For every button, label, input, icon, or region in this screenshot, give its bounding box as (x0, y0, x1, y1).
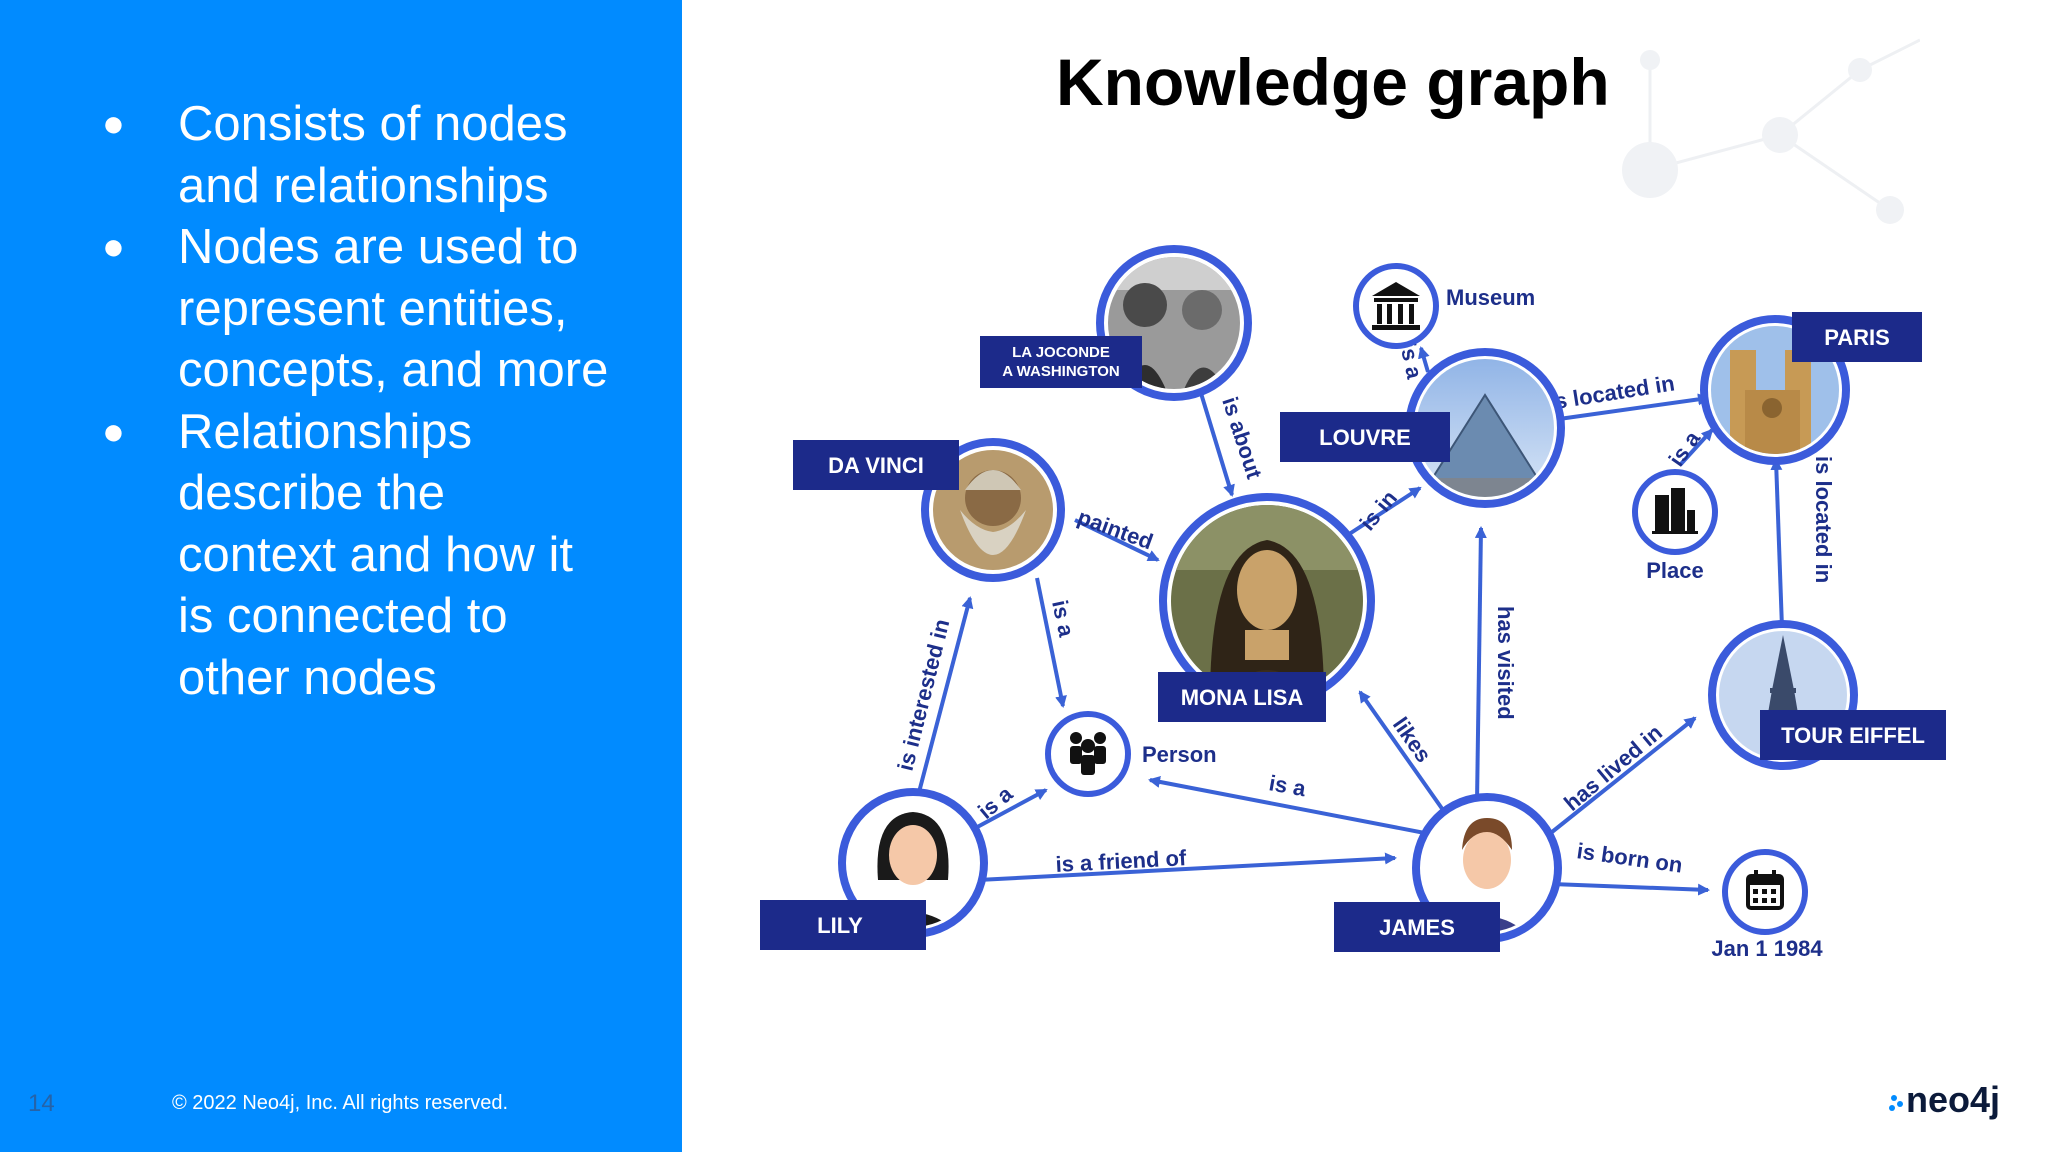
edge-has-visited (1474, 526, 1487, 803)
edge-davinci-is-a (1035, 577, 1067, 708)
node-label-james: JAMES (1379, 915, 1455, 940)
node-lily: LILY (760, 788, 988, 950)
node-label-la-joconde-line2: A WASHINGTON (1002, 363, 1120, 380)
node-paris: PARIS (1700, 312, 1922, 465)
node-museum: Museum (1353, 263, 1535, 349)
bullet-list: ● Consists of nodes and relationships ● Node… (102, 94, 662, 709)
edge-label-eiffel-is-located-in: is located in (1811, 456, 1836, 583)
bullet-line: concepts, and more (178, 343, 609, 397)
edge-is-in (1338, 486, 1422, 542)
edge-james-is-a (1148, 776, 1431, 836)
node-da-vinci: DA VINCI (793, 438, 1065, 582)
node-label-louvre: LOUVRE (1319, 425, 1411, 450)
node-label-tour-eiffel: TOUR EIFFEL (1781, 723, 1925, 748)
edge-label-is-born-on: is born on (1575, 838, 1684, 878)
node-label-la-joconde-line1: LA JOCONDE (1012, 344, 1110, 361)
node-tour-eiffel: TOUR EIFFEL (1708, 620, 1946, 770)
neo4j-logo: neo4j (1889, 1080, 2000, 1120)
node-label-paris: PARIS (1824, 325, 1890, 350)
bullet-line: Relationships (178, 404, 473, 459)
bullet-item: ● Relationships describe the context and ho… (102, 402, 662, 710)
bullet-item: ● Consists of nodes and relationships (102, 94, 662, 217)
node-label-da-vinci: DA VINCI (828, 453, 924, 478)
edge-lily-is-interested-in (916, 596, 974, 797)
edge-label-has-visited: has visited (1493, 606, 1518, 720)
background-network-decoration (1622, 38, 1920, 224)
edge-likes (1358, 690, 1445, 812)
copyright-text: © 2022 Neo4j, Inc. All rights reserved. (172, 1092, 509, 1114)
node-mona-lisa: MONA LISA (1158, 493, 1375, 722)
slide-title: Knowledge graph (1056, 45, 1610, 119)
node-label-lily: LILY (817, 913, 863, 938)
bullet-line: represent entities, (178, 281, 568, 336)
node-label-museum: Museum (1446, 285, 1535, 310)
left-panel: ● Consists of nodes and relationships ● Node… (0, 0, 682, 1152)
bullet-dot: ● (102, 410, 125, 453)
edge-paris-is-a (1678, 428, 1714, 467)
bullet-line: context and how it (178, 527, 573, 582)
bullet-line: describe the (178, 466, 445, 520)
painting-icon (1171, 505, 1363, 697)
edge-painted (1074, 518, 1160, 562)
node-person: Person (1045, 711, 1217, 797)
bullet-item: ● Nodes are used to represent entities, con… (102, 217, 662, 402)
edge-has-lived-in (1550, 716, 1697, 834)
calendar-icon (1746, 870, 1784, 910)
bullet-line: other nodes (178, 650, 437, 705)
bullet-dot: ● (102, 226, 125, 268)
node-label-date: Jan 1 1984 (1711, 936, 1823, 961)
edge-label-is-located-in-paris: is located in (1547, 370, 1677, 415)
node-date: Jan 1 1984 (1711, 849, 1823, 961)
cathedral-icon (1711, 326, 1839, 454)
edge-lily-is-a (967, 788, 1048, 834)
node-james: JAMES (1334, 793, 1562, 952)
node-label-place: Place (1646, 558, 1704, 583)
edge-is-about (1198, 389, 1235, 497)
edge-label-lily-is-a: is a (973, 781, 1018, 824)
edge-eiffel-is-located-in (1770, 458, 1784, 629)
slide-number: 14 (28, 1090, 55, 1117)
museum-icon (1372, 282, 1420, 330)
bullet-line: is connected to (178, 589, 508, 643)
bullet-dot: ● (102, 103, 125, 145)
edge-museum-is-a (1418, 346, 1430, 373)
edge-is-a-friend-of (977, 852, 1397, 882)
node-place: Place (1632, 469, 1718, 583)
edge-is-born-on (1551, 882, 1710, 896)
node-label-mona-lisa: MONA LISA (1181, 685, 1304, 710)
people-icon (1070, 732, 1106, 775)
bullet-line: and relationships (178, 158, 549, 213)
logo-text: neo4j (1906, 1080, 2000, 1120)
edge-label-paris-is-a: is a (1664, 426, 1706, 471)
node-louvre: LOUVRE (1280, 348, 1565, 508)
knowledge-graph-diagram: painted is about is a is in is located i… (760, 245, 1946, 961)
node-la-joconde: LA JOCONDE A WASHINGTON (980, 245, 1252, 401)
edge-label-james-is-a: is a (1267, 770, 1308, 801)
edge-label-davinci-is-a: is a (1047, 598, 1079, 640)
edge-is-located-in-paris (1551, 393, 1710, 422)
edge-label-is-a-friend-of: is a friend of (1055, 845, 1188, 877)
portrait-icon (933, 450, 1053, 570)
node-label-person: Person (1142, 742, 1217, 767)
building-icon (1652, 488, 1698, 534)
bullet-line: Consists of nodes (178, 97, 568, 151)
edge-label-has-lived-in: has lived in (1559, 720, 1667, 816)
bullet-line: Nodes are used to (178, 220, 579, 274)
edge-label-painted: painted (1074, 504, 1156, 554)
